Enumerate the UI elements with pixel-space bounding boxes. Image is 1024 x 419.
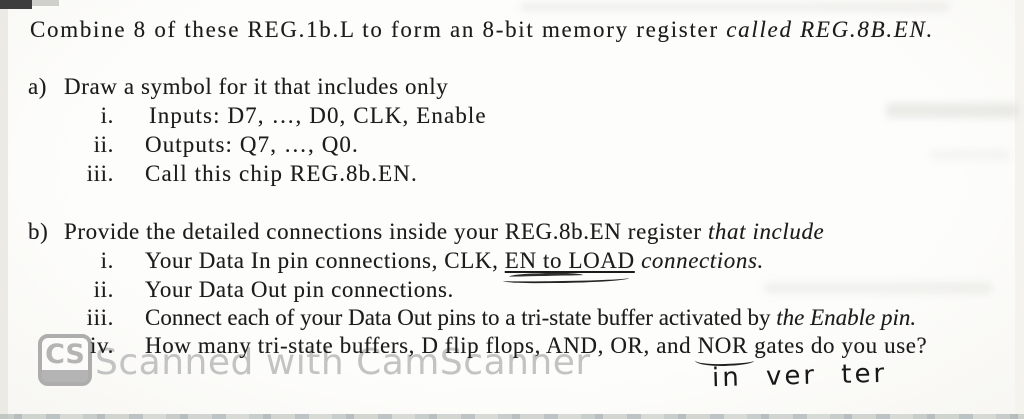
bleed-through-artifact <box>520 3 950 11</box>
part-b-heading: Provide the detailed connections inside … <box>64 219 708 244</box>
camscanner-logo-text: CS <box>45 339 85 370</box>
scan-bottom-edge <box>0 414 1024 419</box>
scan-edge-left <box>0 0 8 419</box>
part-b-label: b) <box>28 219 49 244</box>
part-a-label: a) <box>28 74 48 99</box>
list-item-text: How many tri-state buffers, D flip flops… <box>145 333 698 358</box>
camscanner-logo-bar <box>42 370 88 382</box>
camscanner-logo-icon: CS <box>38 334 92 386</box>
bleed-through-artifact <box>764 282 992 294</box>
part-a-heading: Draw a symbol for it that includes only <box>64 74 449 99</box>
underlined-phrase: EN to LOAD <box>504 248 635 273</box>
camscanner-watermark: Scanned with CamScanner <box>95 342 591 383</box>
list-item-text: Outputs: Q7, …, Q0. <box>145 132 359 157</box>
list-item-text: Your Data In pin connections, CLK, <box>145 248 505 273</box>
list-item-text-italic: connections. <box>634 248 764 273</box>
list-item-text: Connect each of your Data Out pins to a … <box>145 305 777 330</box>
list-item-text: Inputs: D7, …, D0, CLK, Enable <box>149 103 487 128</box>
list-number: i. <box>100 248 114 273</box>
list-number: iii. <box>86 305 114 330</box>
list-item-text-italic: the Enable pin. <box>776 305 917 330</box>
bleed-through-artifact <box>930 150 1010 160</box>
list-number: iii. <box>86 161 114 186</box>
scan-corner-artifact <box>32 0 59 6</box>
part-b-heading-emphasis: that include <box>707 219 825 244</box>
list-item-text: Call this chip REG.8b.EN. <box>145 161 418 186</box>
intro-text: Combine 8 of these REG.1b.L to form an 8… <box>30 17 727 42</box>
intro-emphasis: called REG.8B.EN. <box>726 17 935 42</box>
list-number: ii. <box>93 132 114 157</box>
list-number: i. <box>100 103 114 128</box>
hand-underlined-word: NOR <box>697 333 748 358</box>
bleed-through-artifact <box>886 103 1018 118</box>
list-item-text: gates do you use? <box>747 333 928 358</box>
scan-edge-right <box>1015 0 1024 419</box>
list-number: iv. <box>90 333 114 358</box>
list-item-text: Your Data Out pin connections. <box>145 277 454 302</box>
scan-corner-artifact <box>0 0 32 9</box>
list-number: ii. <box>93 277 114 302</box>
handwritten-annotation: in ver ter <box>711 358 888 394</box>
